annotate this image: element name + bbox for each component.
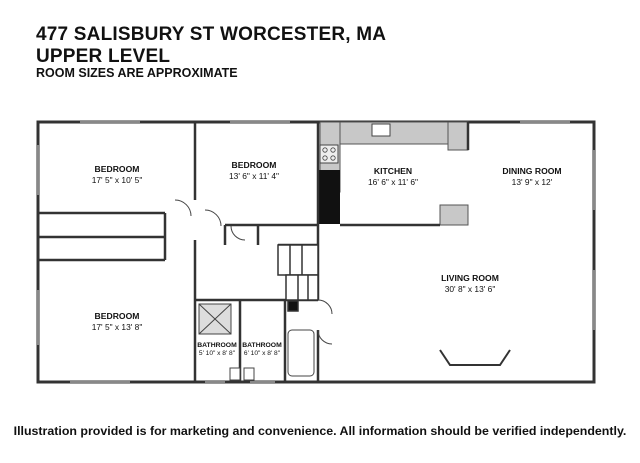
bay-window xyxy=(439,349,511,366)
bedroom-top-center-size: 13' 6" x 11' 4" xyxy=(229,171,279,181)
room-size-note: ROOM SIZES ARE APPROXIMATE xyxy=(36,66,238,80)
bedroom-top-center-name: BEDROOM xyxy=(232,160,277,170)
bedroom-top-left-name: BEDROOM xyxy=(95,164,140,174)
staircase xyxy=(277,244,319,312)
level-title: UPPER LEVEL xyxy=(36,46,171,67)
exterior-walls xyxy=(36,120,596,384)
living-room-name: LIVING ROOM xyxy=(441,273,499,283)
living-room-size: 30' 8" x 13' 6" xyxy=(445,284,496,294)
room-labels: BEDROOM 17' 5" x 10' 5" BEDROOM 13' 6" x… xyxy=(92,160,562,357)
doors xyxy=(174,199,333,345)
bedroom-top-left-size: 17' 5" x 10' 5" xyxy=(92,175,143,185)
bathroom-2-size: 6' 10" x 8' 8" xyxy=(244,350,281,357)
bathroom-2-name: BATHROOM xyxy=(242,342,282,349)
bathroom-fixtures xyxy=(198,303,315,381)
kitchen-range xyxy=(319,144,339,164)
bathroom-1-name: BATHROOM xyxy=(197,342,237,349)
bedroom-bottom-left-name: BEDROOM xyxy=(95,311,140,321)
address-title: 477 SALISBURY ST WORCESTER, MA xyxy=(36,24,387,45)
dining-room-name: DINING ROOM xyxy=(502,166,561,176)
disclaimer-text: Illustration provided is for marketing a… xyxy=(13,424,627,438)
kitchen-name: KITCHEN xyxy=(374,166,412,176)
windows xyxy=(37,121,595,383)
bathroom-1-size: 5' 10" x 8' 8" xyxy=(199,350,236,357)
kitchen-sink xyxy=(371,123,391,137)
kitchen-size: 16' 6" x 11' 6" xyxy=(368,177,418,187)
bedroom-bottom-left-size: 17' 5" x 13' 8" xyxy=(92,322,143,332)
dining-room-size: 13' 9" x 12' xyxy=(512,177,553,187)
